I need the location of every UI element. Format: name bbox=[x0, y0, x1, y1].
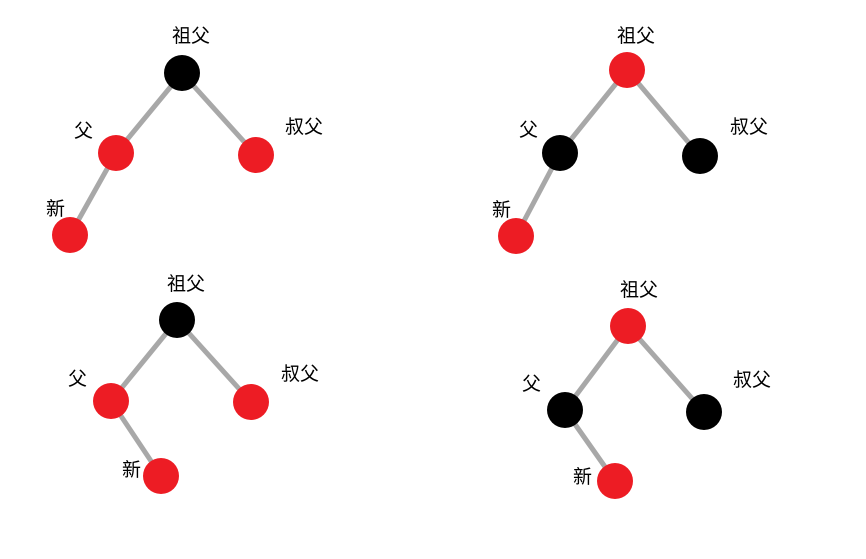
tree-top-left: 祖父 父 叔父 新 bbox=[46, 25, 323, 253]
label-new: 新 bbox=[573, 466, 592, 488]
node-new bbox=[52, 217, 88, 253]
node-uncle bbox=[682, 138, 718, 174]
label-parent: 父 bbox=[74, 120, 93, 142]
edge-grandparent-uncle bbox=[625, 323, 707, 415]
node-grandparent bbox=[609, 52, 645, 88]
node-new bbox=[597, 463, 633, 499]
tree-bottom-right: 祖父 父 叔父 新 bbox=[522, 279, 771, 499]
label-new: 新 bbox=[492, 199, 511, 221]
label-grandparent: 祖父 bbox=[172, 25, 210, 47]
node-parent bbox=[98, 135, 134, 171]
node-uncle bbox=[686, 394, 722, 430]
node-new bbox=[143, 458, 179, 494]
label-parent: 父 bbox=[522, 373, 541, 395]
label-grandparent: 祖父 bbox=[167, 273, 205, 295]
label-uncle: 叔父 bbox=[281, 363, 319, 385]
label-new: 新 bbox=[46, 198, 65, 220]
label-new: 新 bbox=[122, 459, 141, 481]
node-grandparent bbox=[164, 55, 200, 91]
node-parent bbox=[547, 392, 583, 428]
node-grandparent bbox=[159, 302, 195, 338]
label-uncle: 叔父 bbox=[285, 116, 323, 138]
label-uncle: 叔父 bbox=[733, 369, 771, 391]
tree-bottom-left: 祖父 父 叔父 新 bbox=[68, 273, 319, 494]
label-grandparent: 祖父 bbox=[617, 25, 655, 47]
node-uncle bbox=[233, 384, 269, 420]
edge-grandparent-uncle bbox=[624, 67, 703, 159]
node-new bbox=[498, 218, 534, 254]
node-uncle bbox=[238, 137, 274, 173]
edge-grandparent-uncle bbox=[179, 70, 259, 158]
label-uncle: 叔父 bbox=[730, 116, 768, 138]
node-grandparent bbox=[610, 308, 646, 344]
node-parent bbox=[93, 383, 129, 419]
node-parent bbox=[542, 135, 578, 171]
edge-grandparent-uncle bbox=[174, 317, 254, 405]
label-parent: 父 bbox=[519, 119, 538, 141]
label-grandparent: 祖父 bbox=[620, 279, 658, 301]
tree-top-right: 祖父 父 叔父 新 bbox=[492, 25, 768, 254]
label-parent: 父 bbox=[68, 368, 87, 390]
